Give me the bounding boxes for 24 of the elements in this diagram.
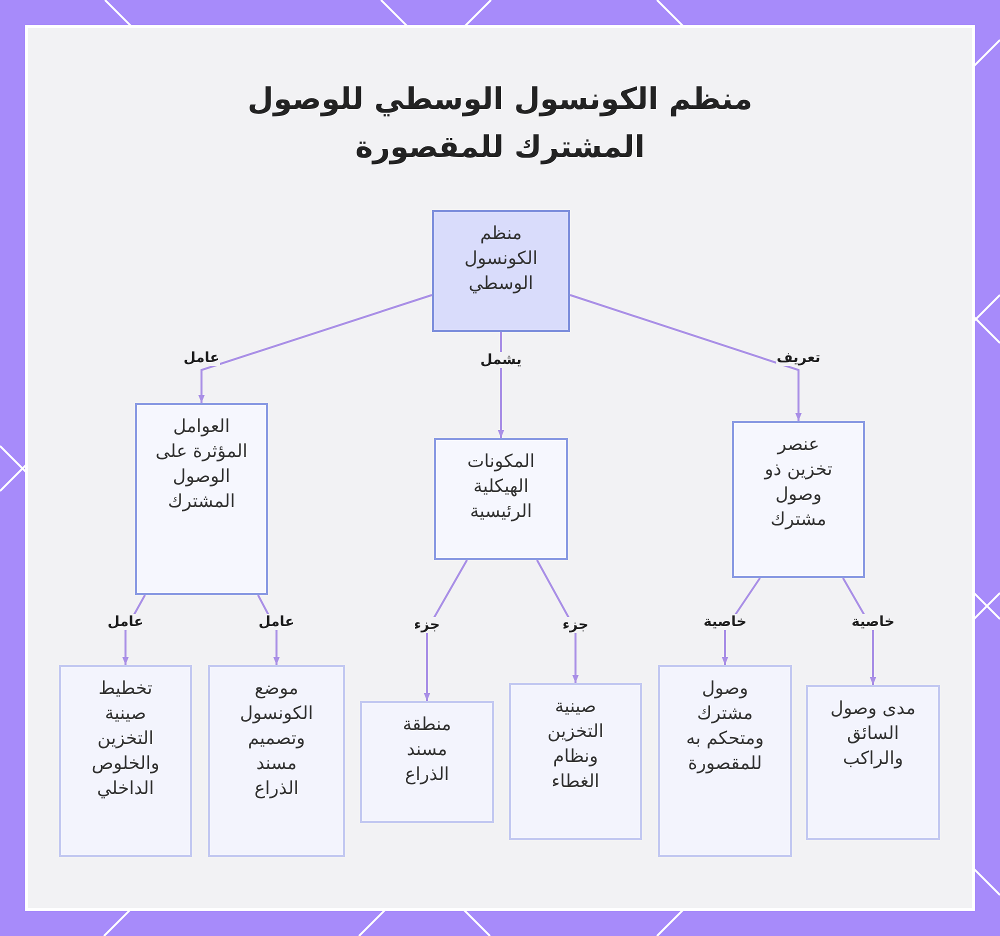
edge-label: عامل [258, 614, 296, 630]
leaf-box: صينية التخزين ونظام الغطاء [509, 683, 642, 840]
edge-label: جزء [562, 617, 590, 633]
edge-label: عامل [182, 350, 220, 366]
connector-arrow [198, 294, 432, 403]
title: منظم الكونسول الوسطي للوصول المشترك للمقصورة [246, 81, 754, 167]
edge-label: جزء [413, 617, 441, 633]
connector-arrow [424, 560, 468, 701]
branch-box: العوامل المؤثرة على الوصول المشترك [135, 403, 268, 595]
leaf-box: موضع الكونسول وتصميم مسند الذراع [208, 665, 345, 857]
root-box: منظم الكونسول الوسطي [432, 210, 570, 332]
connector-arrow [570, 294, 802, 421]
edge-label: يشمل [479, 352, 523, 368]
branch-box: عنصر تخزين ذو وصول مشترك [732, 421, 865, 578]
edge-label: خاصية [850, 614, 896, 630]
connector-arrow [536, 560, 579, 683]
branch-box: المكونات الهيكلية الرئيسية [434, 438, 568, 560]
leaf-box: وصول مشترك ومتحكم به للمقصورة [658, 665, 792, 857]
edge-label: خاصية [702, 614, 748, 630]
leaf-box: منطقة مسند الذراع [360, 701, 494, 823]
edge-label: تعريف [776, 350, 822, 366]
edge-label: عامل [106, 614, 144, 630]
leaf-box: تخطيط صينية التخزين والخلوص الداخلي [59, 665, 192, 857]
leaf-box: مدى وصول السائق والراكب [806, 685, 940, 840]
